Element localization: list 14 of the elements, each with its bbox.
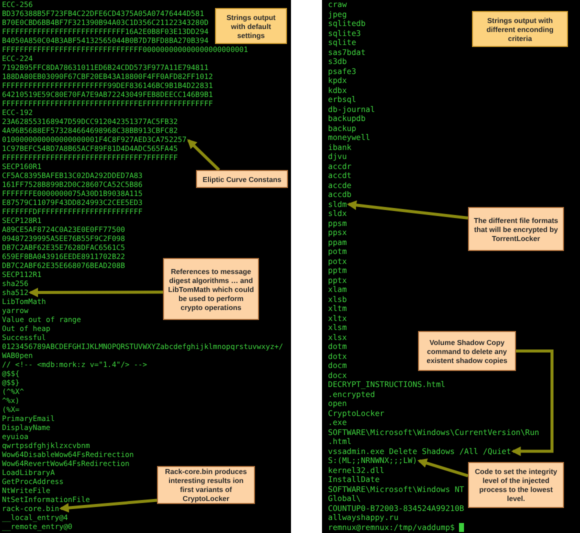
callout-box — [472, 11, 568, 47]
callout-box — [418, 331, 516, 371]
callout-box — [468, 207, 564, 251]
arrow — [417, 458, 468, 478]
callout-box — [196, 170, 288, 188]
arrow — [346, 200, 468, 220]
arrow — [28, 288, 163, 298]
callout-box — [468, 462, 564, 508]
callout-box — [163, 258, 259, 320]
arrow — [511, 350, 554, 456]
callout-box — [215, 8, 287, 44]
callout-box — [157, 466, 255, 504]
arrow — [187, 139, 220, 172]
arrow — [59, 498, 158, 513]
